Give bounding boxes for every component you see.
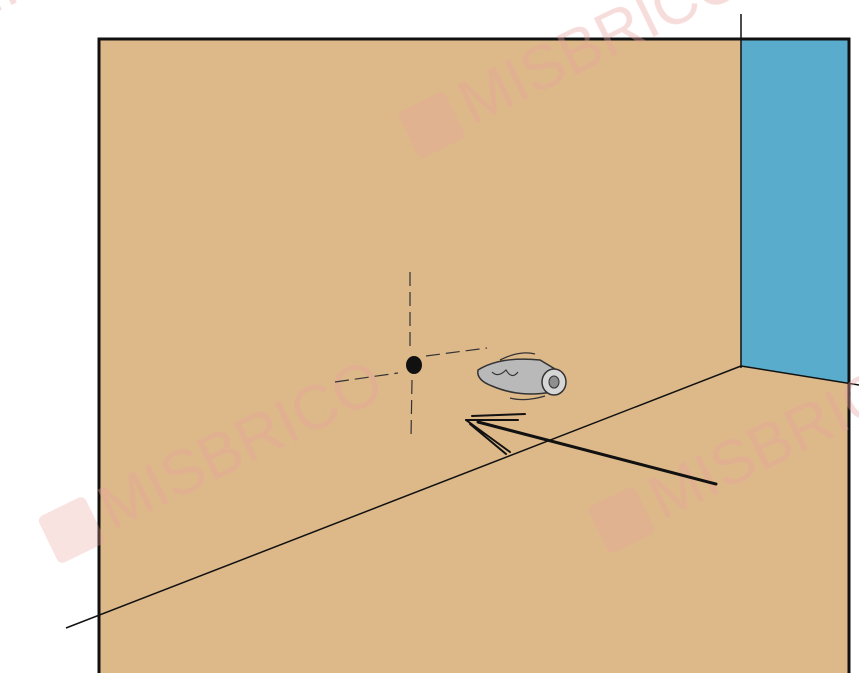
drilled-hole xyxy=(406,356,422,374)
wall-panel xyxy=(99,39,849,673)
watermark-logo-icon xyxy=(37,495,107,565)
watermark-text: MISBRICO xyxy=(0,0,242,43)
side-wall xyxy=(741,39,849,383)
